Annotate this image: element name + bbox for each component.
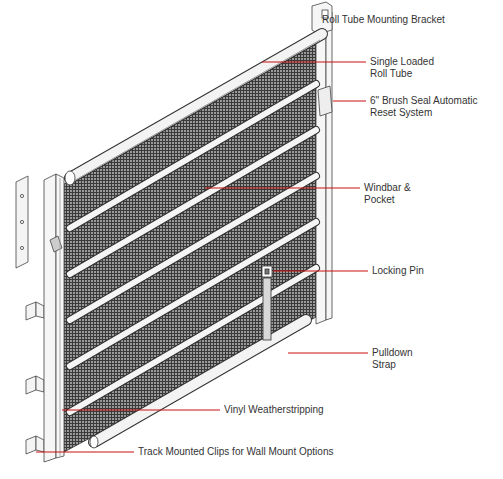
- part-label: 6" Brush Seal Automatic Reset System: [370, 95, 498, 119]
- part-label: Vinyl Weatherstripping: [224, 404, 324, 416]
- windbars: [70, 84, 316, 412]
- part-label: Roll Tube Mounting Bracket: [322, 14, 445, 26]
- wall-plate: [16, 176, 28, 268]
- left-track: [44, 171, 75, 462]
- pulldown-strap: [262, 266, 272, 340]
- part-label: Track Mounted Clips for Wall Mount Optio…: [138, 446, 333, 458]
- screen-mesh: [64, 40, 318, 452]
- part-label: Single Loaded Roll Tube: [370, 56, 450, 80]
- leader-lines: [36, 62, 368, 452]
- part-label: Windbar & Pocket: [364, 182, 419, 206]
- track-clips: [26, 302, 44, 454]
- part-label: Pulldown Strap: [372, 347, 427, 371]
- part-label: Locking Pin: [372, 265, 424, 277]
- roll-tube: [70, 34, 322, 182]
- right-track: [312, 2, 332, 324]
- bottom-bar: [90, 320, 306, 448]
